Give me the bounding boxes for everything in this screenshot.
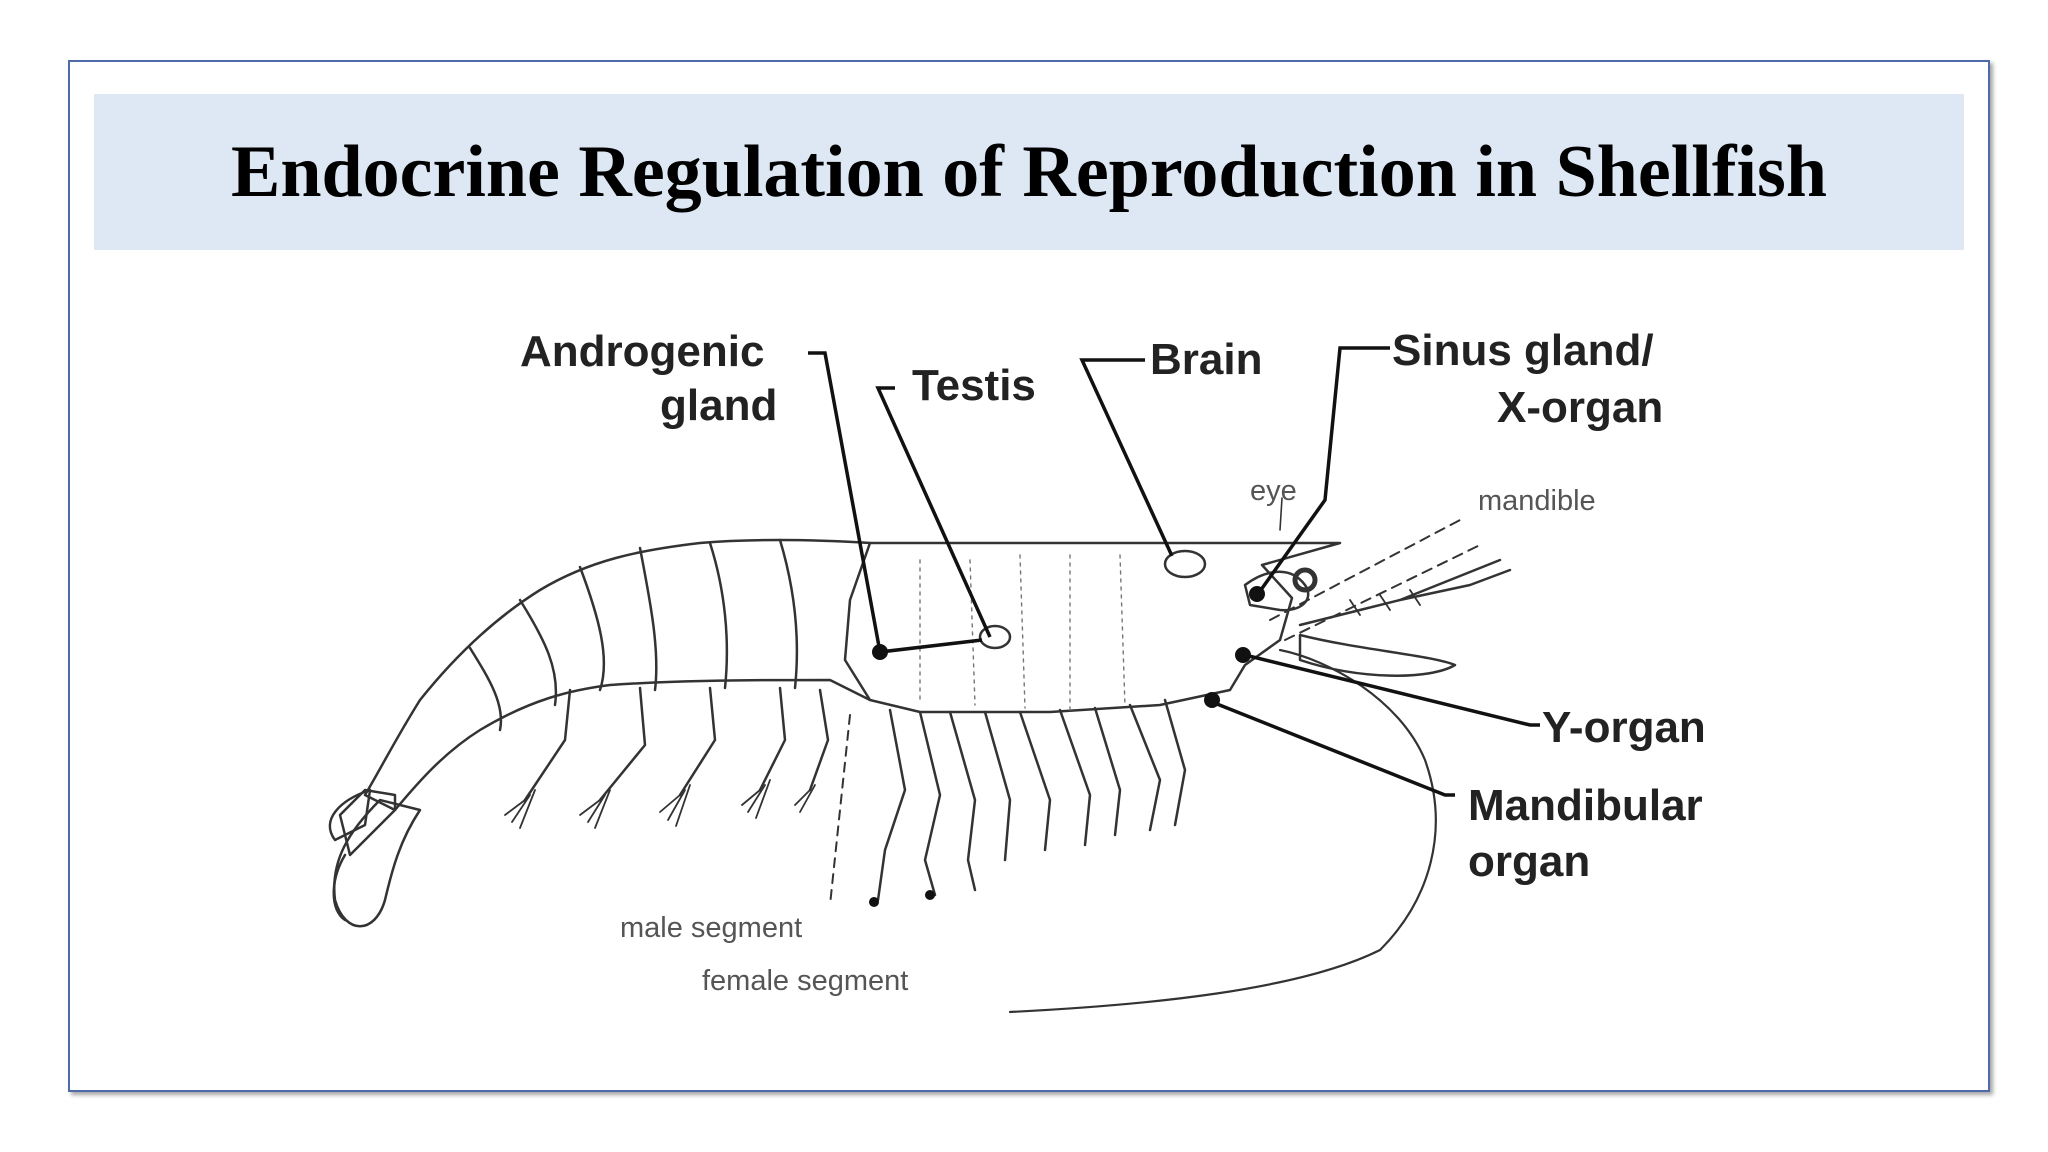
mandibular-organ-marker	[1204, 692, 1220, 708]
leader-lines	[808, 346, 1540, 797]
antenna-flagellum	[1008, 648, 1437, 1014]
brain-organ	[1163, 549, 1207, 579]
organ-markers	[869, 586, 1265, 907]
androgenic-gland-leader	[808, 351, 882, 653]
label-androgenic-gland-line2: gland	[660, 381, 777, 430]
androgenic-testis-link	[879, 638, 983, 654]
slide-frame: Endocrine Regulation of Reproduction in …	[68, 60, 1990, 1092]
brain-leader	[1079, 358, 1174, 557]
mandibular-organ-leader	[1211, 700, 1455, 797]
title-band: Endocrine Regulation of Reproduction in …	[94, 94, 1964, 250]
label-sinus-gland-line2: X-organ	[1497, 383, 1663, 432]
label-y-organ: Y-organ	[1542, 703, 1706, 752]
label-female-segment: female segment	[702, 965, 908, 997]
sinus-gland-leader	[1256, 346, 1390, 596]
slide-title: Endocrine Regulation of Reproduction in …	[230, 130, 1828, 213]
label-brain: Brain	[1150, 335, 1262, 384]
walking-legs	[876, 698, 1187, 902]
carapace-outline	[843, 541, 1342, 714]
label-androgenic-gland-line1: Androgenic	[520, 327, 764, 376]
label-testis: Testis	[912, 361, 1036, 410]
y-organ-marker	[1235, 647, 1251, 663]
label-mandibular-organ-line2: organ	[1468, 837, 1590, 886]
antennule	[1298, 558, 1512, 627]
label-male-segment: male segment	[620, 912, 802, 944]
label-mandibular-organ-line1: Mandibular	[1468, 781, 1703, 830]
abdomen-outline	[363, 538, 872, 812]
androgenic-gland-marker	[872, 644, 888, 660]
shrimp-illustration	[328, 497, 1512, 1014]
testis-leader	[875, 386, 992, 638]
label-mandible: mandible	[1478, 485, 1596, 517]
label-sinus-gland-line1: Sinus gland/	[1392, 326, 1654, 375]
eye-stalk	[1243, 570, 1310, 612]
y-organ-leader	[1244, 653, 1540, 727]
label-eye: eye	[1250, 475, 1297, 507]
sinus-gland-marker	[1249, 586, 1265, 602]
testis-organ	[978, 624, 1012, 650]
